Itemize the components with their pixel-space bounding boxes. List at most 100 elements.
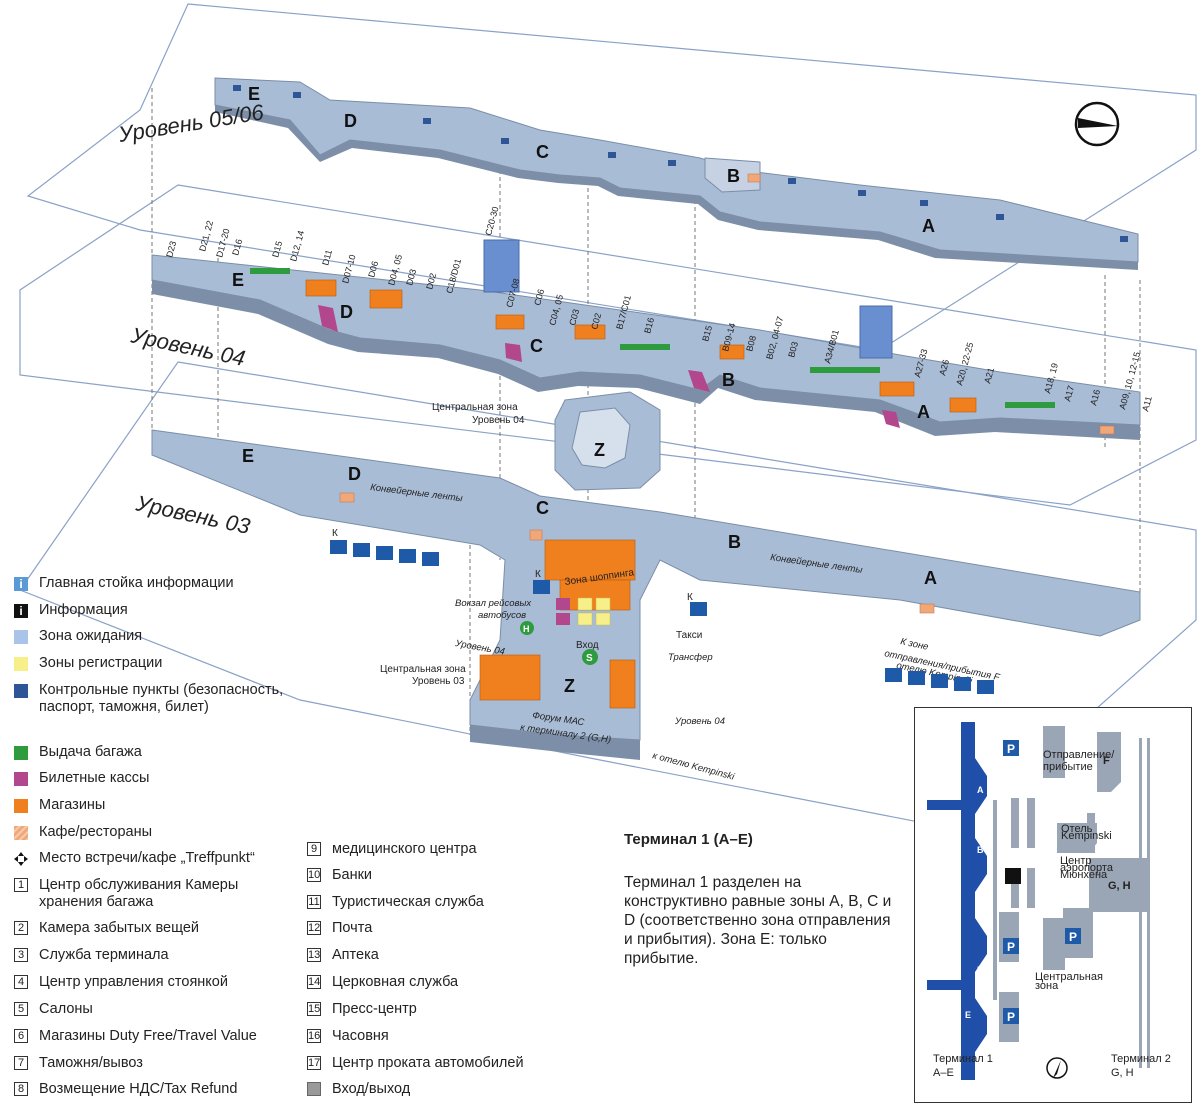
- meeting-point-icon: [14, 852, 28, 866]
- inset-map: P P P P A B C D E G, H F Отправление/ пр…: [914, 707, 1192, 1103]
- central-zone-04-line2: Уровень 04: [472, 415, 525, 426]
- gate-label: D17-20: [214, 227, 231, 258]
- inset-parking: [1003, 740, 1081, 1024]
- numbered-legend-item: 4 Центр управления стоянкой: [14, 974, 294, 991]
- gate-label: D06: [366, 260, 380, 279]
- zone-c-03: C: [536, 498, 549, 518]
- legend-label: Аптека: [332, 947, 379, 963]
- inset-hotel-2: Kempinski: [1061, 830, 1112, 842]
- inset-p-1: P: [1007, 742, 1015, 756]
- checkin-areas: [577, 597, 611, 626]
- legend-label: Зона ожидания: [39, 628, 143, 644]
- gate-label: D23: [164, 240, 178, 259]
- legend-label: Часовня: [332, 1028, 389, 1044]
- gate-label: D03: [404, 268, 418, 287]
- to-zone-f-line1: К зоне: [899, 636, 929, 653]
- zone-letters: E D C B A E D C B A Z E D C B A Z: [232, 84, 937, 696]
- inset-f: F: [1103, 755, 1110, 767]
- level-0506-title: Уровень 05/06: [116, 99, 266, 147]
- inset-center-3: Мюнхена: [1060, 869, 1108, 881]
- legend-label: Служба терминала: [39, 947, 169, 963]
- legend-number: 5: [14, 1002, 28, 1016]
- entrance-label: Вход: [576, 640, 599, 651]
- legend-item: Контрольные пункты (безопасность, паспор…: [14, 682, 314, 716]
- legend-number: 7: [14, 1056, 28, 1070]
- zone-d-03: D: [348, 464, 361, 484]
- legend-label: Магазины Duty Free/Travel Value: [39, 1028, 257, 1044]
- entrance-exit-icon: [307, 1082, 321, 1096]
- legend-swatch: [14, 657, 28, 671]
- legend-swatch: [14, 630, 28, 644]
- legend-number: 17: [307, 1056, 321, 1070]
- zone-a-0506: A: [922, 216, 935, 236]
- numbered-legend-item: 16 Часовня: [307, 1028, 389, 1045]
- s-bahn-icon: [582, 649, 598, 665]
- k-label-1: К: [332, 528, 338, 539]
- numbered-legend-item: 17 Центр проката автомобилей: [307, 1055, 524, 1072]
- legend-swatch: [14, 826, 28, 840]
- gate-label: B08: [744, 334, 758, 352]
- zone-z-04: Z: [594, 440, 605, 460]
- level04-short-label-2: Уровень 04: [674, 716, 725, 727]
- legend-number: 4: [14, 975, 28, 989]
- terminal-description: Терминал 1 разделен на конструктивно рав…: [624, 874, 892, 967]
- gate-label: A17: [1062, 384, 1076, 402]
- legend-number: 16: [307, 1029, 321, 1043]
- legend-label: Центр проката автомобилей: [332, 1055, 524, 1071]
- inset-p-2: P: [1007, 940, 1015, 954]
- gate-label: D15: [270, 240, 284, 259]
- legend-swatch: [14, 799, 28, 813]
- legend-item: Зоны регистрации: [14, 655, 314, 672]
- parking-badges-left: [330, 540, 439, 566]
- inset-center-2: аэропорта: [1060, 862, 1114, 874]
- gate-label: A11: [1140, 395, 1154, 412]
- legend-label: Почта: [332, 920, 373, 936]
- zone-c-04: C: [530, 336, 543, 356]
- gate-label: C06: [532, 288, 546, 307]
- bus-station-line2: автобусов: [478, 610, 526, 621]
- shop-areas: [305, 279, 977, 709]
- inset-zone-b: B: [977, 845, 984, 855]
- central-zone-03-line2: Уровень 03: [412, 676, 465, 687]
- svg-text:S: S: [586, 653, 593, 664]
- legend-item: Магазины: [14, 797, 314, 814]
- legend-swatch: [14, 772, 28, 786]
- inset-terminal1-1: Терминал 1: [933, 1053, 993, 1065]
- legend-label: Кафе/рестораны: [39, 824, 153, 840]
- baggage-claim: [250, 268, 1055, 408]
- legend-label: Салоны: [39, 1001, 93, 1017]
- inset-terminal2-1: Терминал 2: [1111, 1053, 1171, 1065]
- legend-item: i Главная стойка информации: [14, 575, 314, 592]
- k-label-3: К: [687, 592, 693, 603]
- inset-hotel-1: Отель: [1061, 823, 1093, 835]
- gate-label: D16: [230, 238, 244, 257]
- legend-number: 8: [14, 1082, 28, 1096]
- gate-label: B16: [642, 316, 656, 334]
- gate-label: B15: [700, 324, 714, 342]
- zone-z-03: Z: [564, 676, 575, 696]
- legend-label: Центр управления стоянкой: [39, 974, 228, 990]
- legend-number: 2: [14, 921, 28, 935]
- legend-label: Билетные кассы: [39, 770, 150, 786]
- legend-label: Магазины: [39, 797, 106, 813]
- central-zone-04-line1: Центральная зона: [432, 402, 518, 413]
- gate-c20-30: C20-30: [483, 205, 500, 236]
- legend-label: Главная стойка информации: [39, 575, 234, 591]
- info-icon: i: [14, 577, 28, 591]
- inset-central-zone-2: зона: [1035, 980, 1059, 992]
- level-0506-building: [214, 77, 1139, 270]
- svg-text:H: H: [523, 624, 530, 634]
- legend-item: Выдача багажа: [14, 744, 314, 761]
- inset-center-1: Центр: [1060, 855, 1092, 867]
- zone-c-0506: C: [536, 142, 549, 162]
- inset-terminal1-2: A–E: [933, 1067, 954, 1079]
- gate-label: D11: [320, 249, 334, 267]
